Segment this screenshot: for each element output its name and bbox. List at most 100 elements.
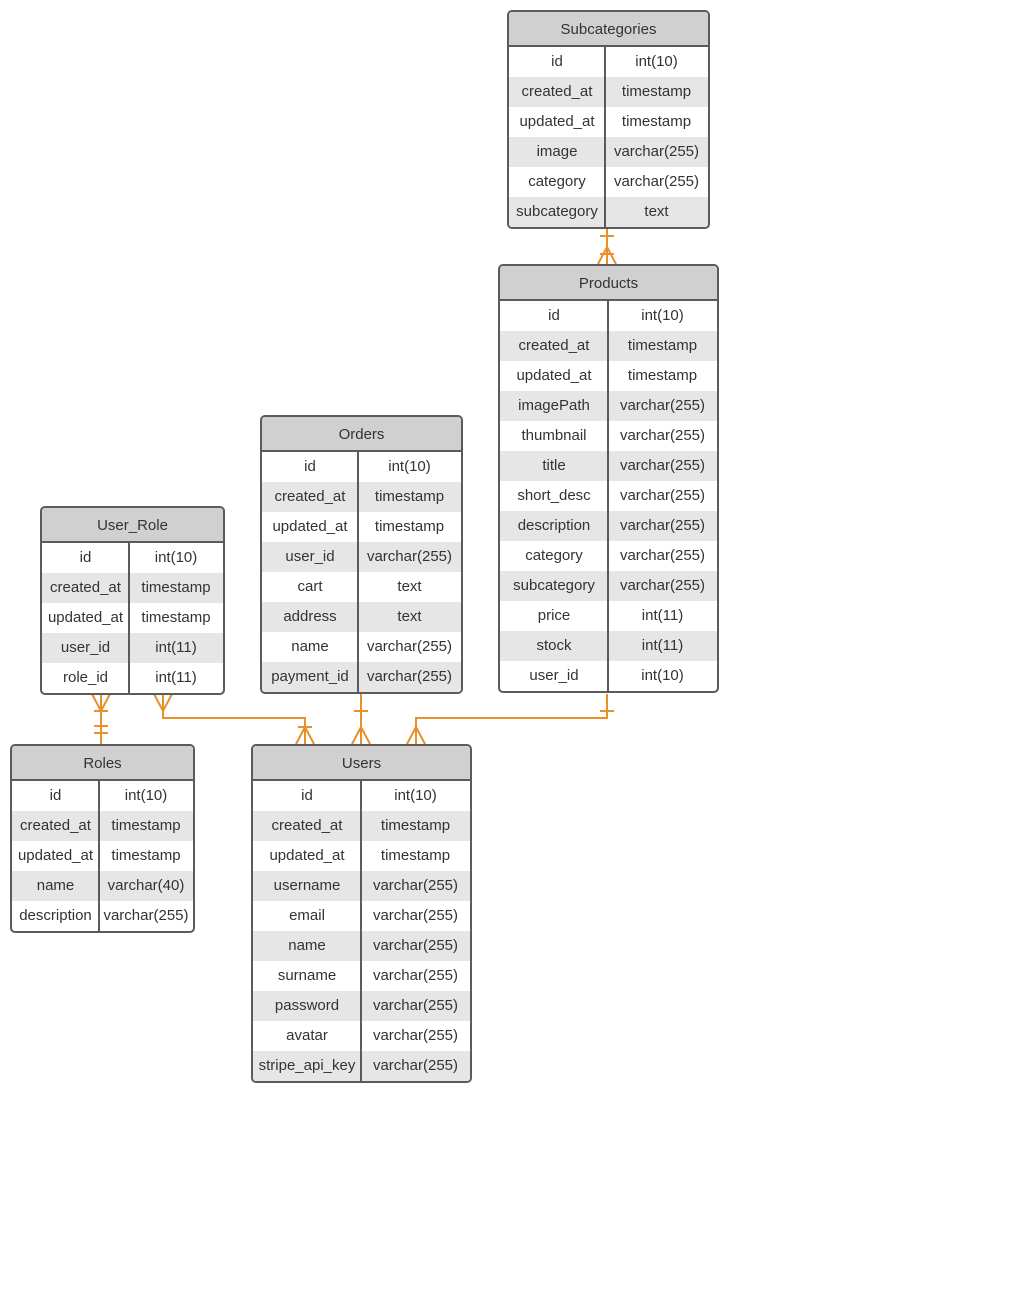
field-type: varchar(255) [372,967,459,984]
field-type: varchar(255) [372,1027,459,1044]
field-name: created_at [518,337,590,354]
field-type: varchar(255) [372,1057,459,1074]
field-name: stripe_api_key [258,1057,356,1074]
field-name: updated_at [519,113,595,130]
column-divider [607,301,609,691]
field-row: thumbnail varchar(255) [500,421,717,451]
cardinality-many-crowfoot [295,724,315,745]
entity-title: Orders [262,417,461,452]
field-name: surname [277,967,337,984]
field-name: avatar [286,1027,328,1044]
field-type: text [397,608,422,625]
field-type: int(10) [635,53,678,70]
field-name: id [551,53,563,70]
field-name: description [19,907,92,924]
field-type: int(10) [388,458,431,475]
field-type: int(11) [155,639,197,656]
field-type: varchar(255) [619,487,706,504]
field-name: thumbnail [521,427,587,444]
field-type: varchar(255) [619,397,706,414]
field-row: updated_at timestamp [509,107,708,137]
column-divider [357,452,359,692]
field-name: name [36,877,75,894]
field-name: created_at [271,817,343,834]
field-name: name [291,638,329,655]
field-type: int(10) [641,307,684,324]
cardinality-many-crowfoot [91,693,111,714]
entity-title: Users [253,746,470,781]
field-name: short_desc [517,487,591,504]
field-name: updated_at [516,367,592,384]
relationship-line [415,694,608,744]
field-name: username [273,877,341,894]
field-type: timestamp [621,113,692,130]
field-row: surname varchar(255) [253,961,470,991]
field-name: updated_at [17,847,94,864]
column-divider [98,781,100,931]
column-divider [360,781,362,1081]
field-type: varchar(255) [619,427,706,444]
column-divider [128,543,130,693]
field-name: cart [297,578,323,595]
field-row: short_desc varchar(255) [500,481,717,511]
field-type: int(10) [641,667,684,684]
field-name: updated_at [272,518,348,535]
field-name: subcategory [513,577,595,594]
field-type: timestamp [380,847,451,864]
field-name: updated_at [47,609,124,626]
cardinality-many-crowfoot [597,244,617,265]
field-type: timestamp [627,337,698,354]
field-type: timestamp [621,83,692,100]
field-name: id [304,458,316,475]
field-type: text [397,578,422,595]
field-type: varchar(255) [619,577,706,594]
field-type: timestamp [380,817,451,834]
field-name: created_at [20,817,91,834]
field-name: id [548,307,560,324]
field-type: varchar(255) [372,907,459,924]
field-name: user_id [60,639,111,656]
field-name: stock [536,637,572,654]
entity-products[interactable]: Products id int(10) created_at timestamp upda… [498,264,719,693]
entity-title: Products [500,266,717,301]
field-type: int(10) [394,787,437,804]
field-name: id [49,787,62,804]
entity-title: Subcategories [509,12,708,47]
field-row: id int(10) [500,301,717,331]
field-name: subcategory [516,203,598,220]
field-name: image [536,143,578,160]
field-name: user_id [285,548,335,565]
field-name: description [517,517,591,534]
relationship-line [162,694,306,744]
field-name: name [288,937,326,954]
field-type: int(10) [124,787,168,804]
entity-title: Roles [12,746,193,781]
field-name: category [525,547,583,564]
field-name: id [79,549,92,566]
field-name: user_id [529,667,579,684]
field-type: varchar(255) [372,937,459,954]
field-row: id int(10) [12,781,193,811]
